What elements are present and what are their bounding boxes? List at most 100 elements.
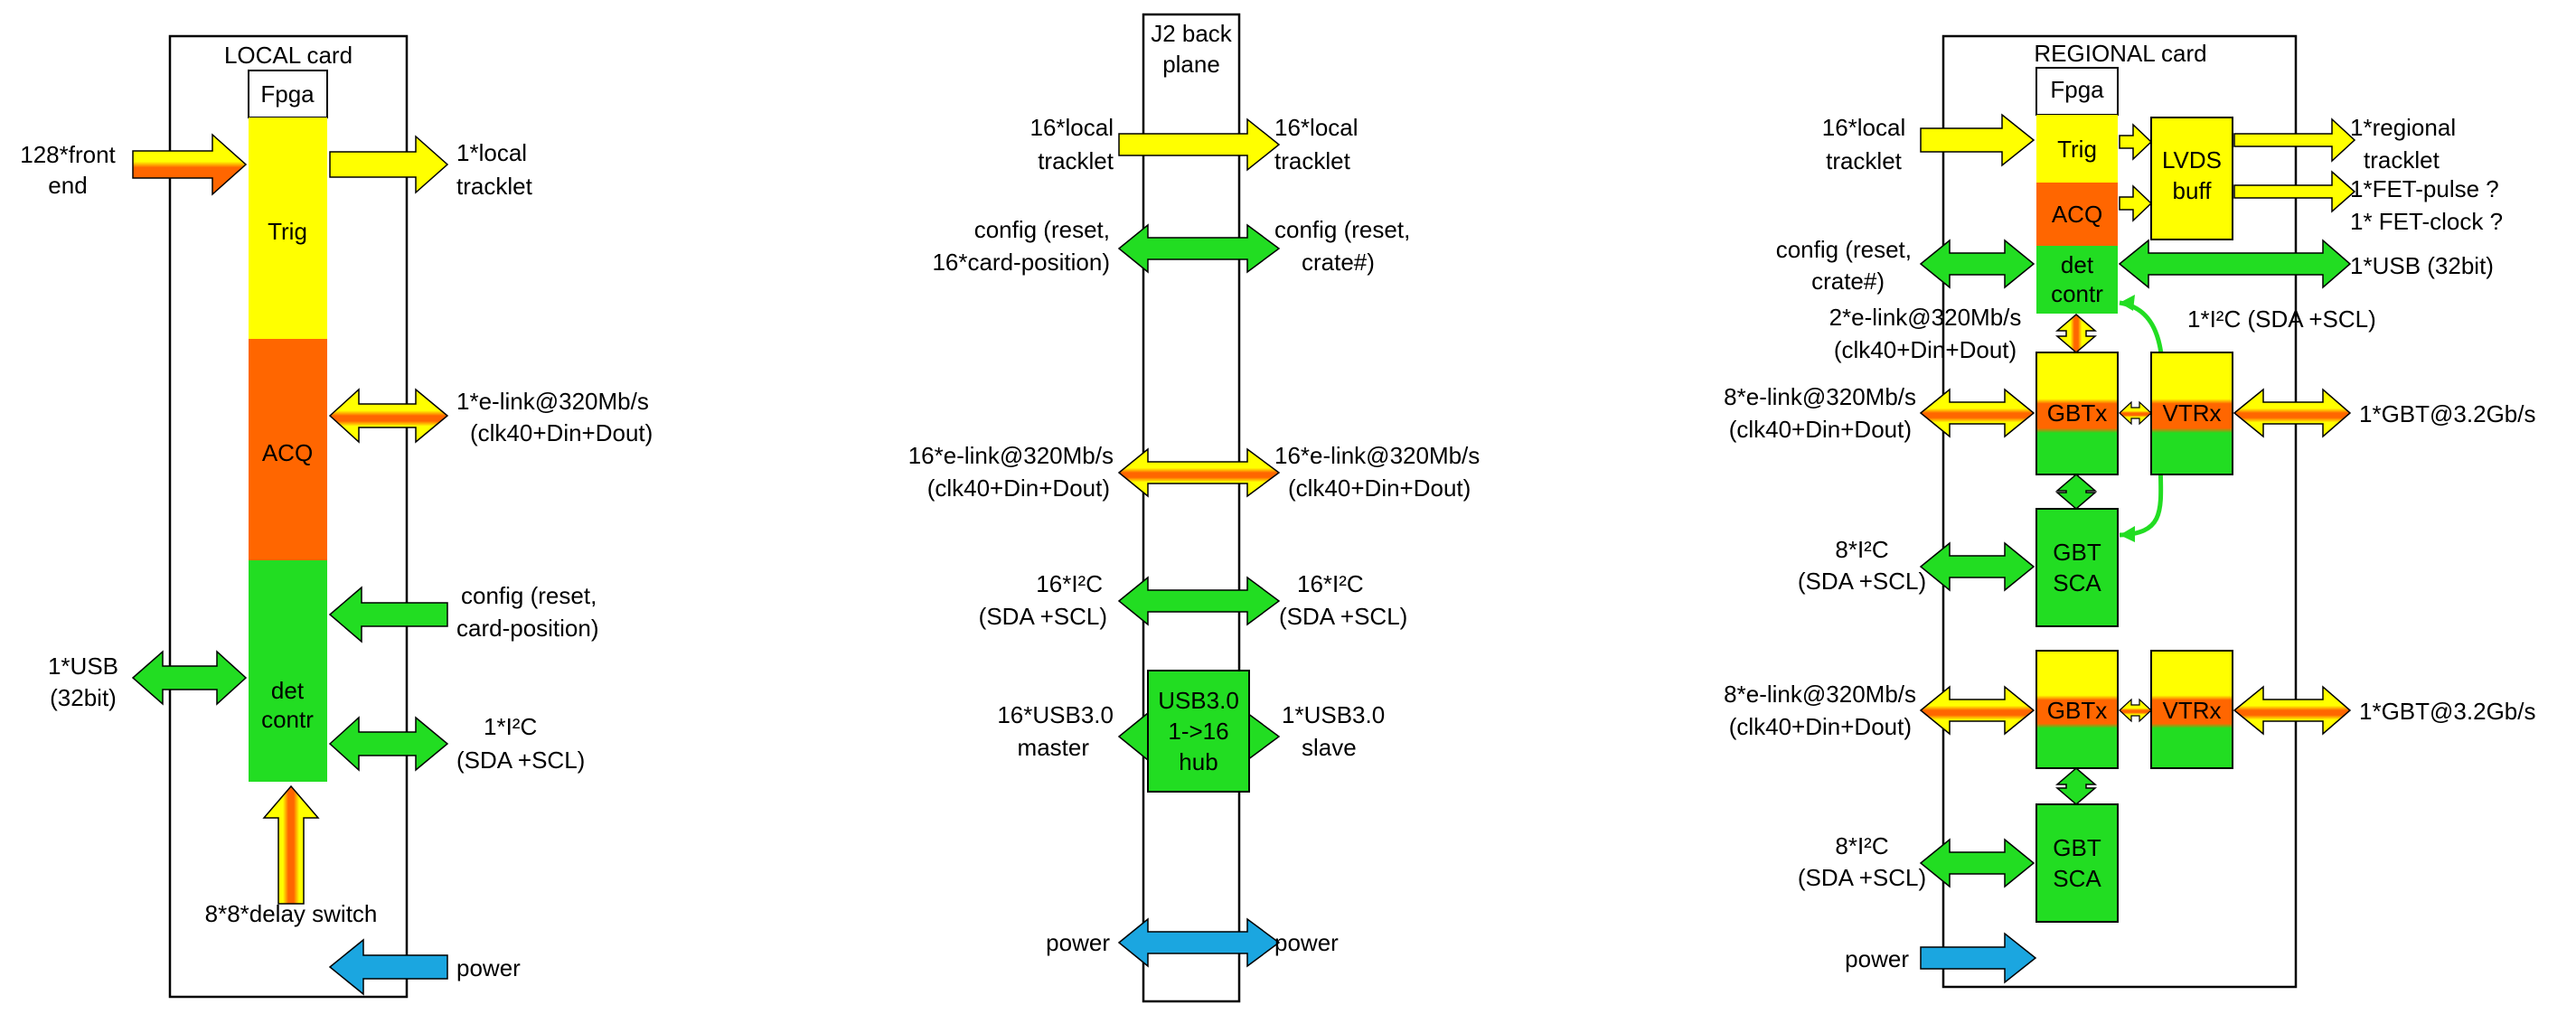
local-tracklet-label-2: tracklet (456, 173, 533, 200)
gbtx-to-sca-arrow-top (2054, 474, 2098, 510)
backplane-config-right-1: config (reset, (1274, 216, 1410, 243)
local-usb-label-2: (32bit) (50, 684, 117, 711)
local-delay-switch-arrow (262, 784, 320, 905)
backplane-usb-right-2: slave (1302, 734, 1357, 761)
regional-det-label: det (2061, 251, 2094, 278)
backplane-tracklet-arrow (1118, 117, 1281, 172)
gbt-sca-block-top (2035, 508, 2119, 627)
backplane-elink-right-2: (clk40+Din+Dout) (1288, 474, 1471, 502)
lvds-buff-label-1: LVDS (2162, 146, 2222, 174)
regional-i2c8-bottom-2: (SDA +SCL) (1798, 864, 1926, 891)
regional-trig-block (2036, 115, 2118, 183)
regional-i2c8-arrow-top (1919, 541, 2035, 592)
gbt-sca-label-top-1: GBT (2053, 539, 2101, 566)
backplane-elink-right-1: 16*e-link@320Mb/s (1274, 442, 1480, 469)
gbt-link-arrow-top (2233, 388, 2352, 438)
backplane-power-right: power (1274, 929, 1339, 956)
gbt-sca-label-bottom-2: SCA (2053, 865, 2101, 892)
usb-hub-label-3: hub (1179, 748, 1217, 775)
regional-config-arrow (1919, 239, 2035, 289)
local-config-label-2: card-position) (456, 615, 599, 642)
regional-power-label: power (1845, 945, 1909, 972)
local-acq-label: ACQ (262, 439, 313, 466)
backplane-outline (1142, 13, 1241, 1003)
fet-out-arrow (2233, 170, 2356, 213)
gbtx-label-top: GBTx (2047, 399, 2107, 427)
backplane-config-left-2: 16*card-position) (932, 249, 1110, 276)
gbtx-block-top (2035, 352, 2119, 475)
local-card-title: LOCAL card (224, 42, 353, 69)
backplane-i2c-arrow (1117, 576, 1281, 626)
regional-elink8-top-1: 8*e-link@320Mb/s (1724, 383, 1916, 410)
regional-acq-label: ACQ (2052, 201, 2102, 228)
backplane-tracklet-left-2: tracklet (1038, 147, 1114, 174)
local-delay-switch-label: 8*8*delay switch (205, 900, 378, 927)
local-det-label: det (271, 677, 305, 704)
regional-elink2-label-2: (clk40+Din+Dout) (1834, 336, 2017, 363)
local-usb-label-1: 1*USB (48, 653, 118, 680)
gbt-link-label-bottom: 1*GBT@3.2Gb/s (2359, 698, 2535, 725)
backplane-config-right-2: crate#) (1302, 249, 1375, 276)
fet-pulse-label: 1*FET-pulse ? (2350, 175, 2499, 202)
local-i2c-arrow (328, 716, 449, 772)
local-tracklet-arrow (329, 135, 449, 194)
local-power-label: power (456, 954, 521, 981)
local-trig-label: Trig (268, 218, 307, 245)
backplane-elink-arrow (1117, 447, 1281, 498)
regional-tracklet-in-1: 16*local (1822, 114, 1906, 141)
local-card: LOCAL card Fpga Trig ACQ det contr 128*f… (20, 34, 653, 999)
regional-elink8-bottom-2: (clk40+Din+Dout) (1729, 713, 1912, 740)
regional-elink8-top-2: (clk40+Din+Dout) (1729, 416, 1912, 443)
backplane-title-2: plane (1162, 51, 1220, 78)
regional-i2c8-top-1: 8*I²C (1835, 536, 1888, 563)
local-i2c-label-2: (SDA +SCL) (456, 746, 585, 774)
regional-fpga-label: Fpga (2050, 76, 2104, 103)
regional-elink8-arrow-bottom (1919, 685, 2035, 736)
regional-i2c8-bottom-1: 8*I²C (1835, 832, 1888, 859)
local-fpga-label: Fpga (260, 80, 315, 108)
regional-tracklet-out-2: tracklet (2364, 146, 2440, 174)
backplane-config-arrow (1117, 223, 1281, 274)
regional-i2c8-top-2: (SDA +SCL) (1798, 568, 1926, 595)
gbtx-vtrx-link-top (2119, 400, 2152, 426)
regional-config-label-2: crate#) (1811, 268, 1885, 295)
regional-tracklet-out-arrow (2233, 117, 2356, 163)
local-elink-label-2: (clk40+Din+Dout) (470, 419, 653, 446)
local-contr-label: contr (261, 706, 314, 733)
gbt-link-label-top: 1*GBT@3.2Gb/s (2359, 400, 2535, 427)
gbt-sca-label-top-2: SCA (2053, 569, 2101, 596)
regional-i2c-top-label: 1*I²C (SDA +SCL) (2187, 305, 2376, 333)
backplane-config-left-1: config (reset, (974, 216, 1110, 243)
fet-clock-label: 1* FET-clock ? (2350, 208, 2503, 235)
backplane-tracklet-right-1: 16*local (1274, 114, 1359, 141)
local-i2c-label-1: 1*I²C (484, 713, 537, 740)
trig-to-lvds-arrow (2119, 123, 2153, 161)
regional-elink8-bottom-1: 8*e-link@320Mb/s (1724, 681, 1916, 708)
vtrx-block-bottom (2150, 650, 2233, 769)
gbt-sca-block-bottom (2035, 803, 2119, 923)
backplane-usb-left-1: 16*USB3.0 (997, 701, 1114, 728)
i2c-curve-head-top (2120, 295, 2135, 311)
regional-acq-block (2036, 183, 2118, 246)
regional-i2c8-arrow-bottom (1919, 838, 2035, 888)
local-elink-arrow (328, 388, 449, 444)
local-config-arrow (328, 586, 448, 643)
backplane-usb-left-2: master (1018, 734, 1090, 761)
regional-usb-label: 1*USB (32bit) (2350, 252, 2494, 279)
regional-tracklet-in-arrow (1920, 113, 2035, 167)
regional-trig-label: Trig (2057, 136, 2097, 163)
backplane-power-arrow (1117, 917, 1281, 968)
local-elink-label-1: 1*e-link@320Mb/s (456, 388, 649, 415)
backplane-elink-left-2: (clk40+Din+Dout) (927, 474, 1110, 502)
backplane-tracklet-right-2: tracklet (1274, 147, 1351, 174)
local-usb-arrow (131, 650, 248, 706)
gbt-link-arrow-bottom (2233, 685, 2352, 736)
backplane: J2 back plane 16*local tracklet 16*local… (908, 13, 1480, 1003)
backplane-elink-left-1: 16*e-link@320Mb/s (908, 442, 1114, 469)
vtrx-label-bottom: VTRx (2163, 697, 2222, 724)
backplane-tracklet-left-1: 16*local (1029, 114, 1114, 141)
backplane-i2c-right-2: (SDA +SCL) (1279, 603, 1407, 630)
acq-to-lvds-arrow (2119, 184, 2153, 222)
usb-hub-label-1: USB3.0 (1158, 687, 1239, 714)
